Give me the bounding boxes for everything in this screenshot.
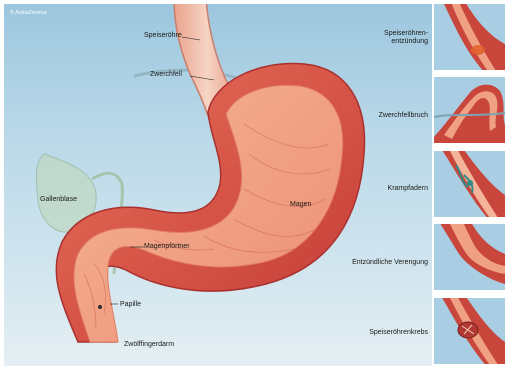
label-magenpfoertner: Magenpförtner [144, 243, 190, 251]
thumb-krampfadern [434, 151, 505, 217]
label-condition-2: Zwerchfellbruch [379, 112, 428, 120]
label-speiseroehre: Speiseröhre [144, 32, 182, 40]
label-condition-4: Entzündliche Verengung [352, 259, 428, 267]
thumb-speiseroehrenentzuendung [434, 4, 505, 70]
thumb-speiseroehrenkrebs [434, 298, 505, 364]
label-condition-1: Speiseröhren- entzündung [384, 30, 428, 46]
condition-thumbnails [434, 4, 505, 366]
thumb-zwerchfellbruch [434, 77, 505, 143]
label-gallenblase: Gallenblase [40, 196, 77, 204]
label-condition-3: Krampfadern [388, 185, 428, 193]
label-zwoelffingerdarm: Zwölffingerdarm [124, 341, 174, 349]
papilla-marker [98, 305, 102, 309]
label-condition-5: Speiseröhrenkrebs [369, 329, 428, 337]
label-zwerchfell: Zwerchfell [150, 71, 182, 79]
main-illustration: © AstraZeneca Speiseröhre Zwerchfell Gal… [4, 4, 432, 366]
copyright-text: © AstraZeneca [10, 10, 46, 16]
condition-1-line1: Speiseröhren- [384, 30, 428, 38]
label-magen: Magen [290, 201, 311, 209]
condition-1-line2: entzündung [384, 38, 428, 46]
label-papille: Papille [120, 301, 141, 309]
thumb-entzuendliche-verengung [434, 224, 505, 290]
stomach-anatomy-drawing [4, 4, 432, 366]
